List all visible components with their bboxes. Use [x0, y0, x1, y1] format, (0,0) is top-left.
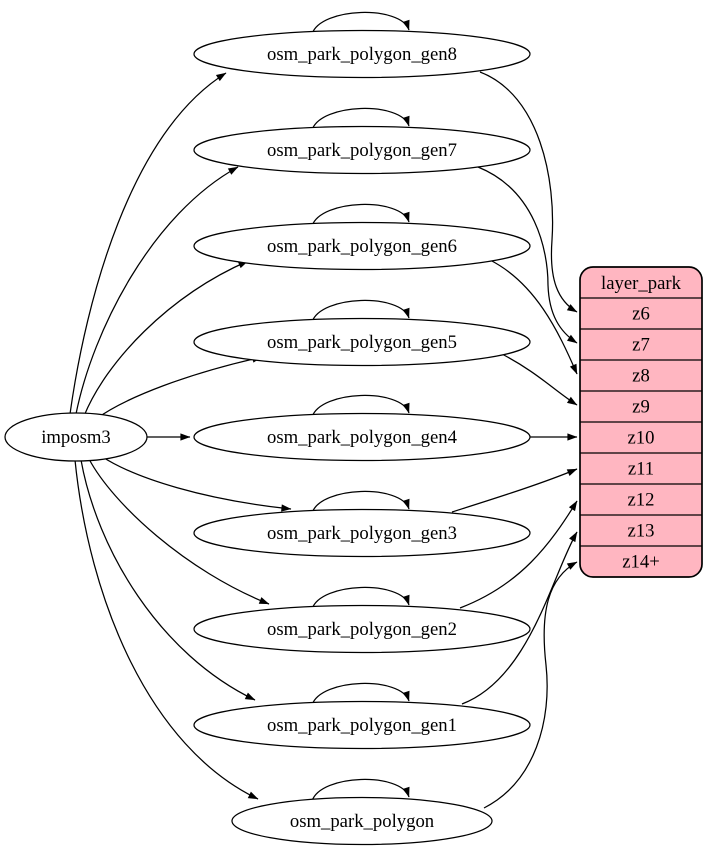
edge-gen7-to-z7	[477, 166, 578, 344]
gen2-ellipse	[193, 604, 531, 654]
imposm3-ellipse	[4, 412, 148, 462]
node-osm-park-polygon-gen4: osm_park_polygon_gen4	[193, 412, 531, 462]
edge-imposm3-to-gen8	[69, 72, 227, 415]
gen3-label: osm_park_polygon_gen3	[267, 523, 457, 544]
layer-park-title: layer_park	[601, 273, 682, 294]
self-loop-osm-park-polygon	[311, 778, 410, 802]
osm-park-polygon-label: osm_park_polygon	[290, 811, 435, 832]
gen4-ellipse	[193, 412, 531, 462]
layer-park-row-z12: z12	[628, 490, 655, 511]
node-layer-park: layer_park z6 z7 z8 z9 z10 z11 z12 z13 z…	[579, 266, 703, 578]
node-osm-park-polygon-gen7: osm_park_polygon_gen7	[193, 125, 531, 175]
edge-imposm3-to-gen7	[75, 166, 239, 415]
layer-park-row-z9: z9	[632, 397, 650, 418]
gen3-ellipse	[193, 508, 531, 558]
self-loop-gen5	[311, 299, 410, 323]
edges-to-layer-park	[451, 71, 578, 809]
edge-imposm3-to-gen2	[88, 458, 270, 605]
self-loop-gen7	[311, 107, 410, 131]
edge-imposm3-to-gen5	[95, 355, 263, 420]
self-loop-gen8	[311, 11, 410, 35]
gen8-ellipse	[193, 29, 531, 79]
edges-from-imposm3	[69, 72, 292, 800]
node-osm-park-polygon-gen5: osm_park_polygon_gen5	[193, 317, 531, 367]
gen6-ellipse	[193, 221, 531, 271]
edge-gen3-to-z11	[451, 468, 578, 513]
self-loop-gen4	[311, 394, 410, 418]
gen5-label: osm_park_polygon_gen5	[267, 332, 457, 353]
osm-park-polygon-ellipse	[231, 796, 493, 846]
layer-park-row-z13: z13	[628, 521, 655, 542]
imposm3-label: imposm3	[41, 427, 111, 448]
edge-osm-park-polygon-to-z14	[483, 561, 578, 809]
edge-imposm3-to-gen6	[83, 260, 249, 417]
gen7-label: osm_park_polygon_gen7	[267, 140, 457, 161]
node-osm-park-polygon-gen2: osm_park_polygon_gen2	[193, 604, 531, 654]
self-loop-gen1	[311, 682, 410, 706]
layer-park-row-z6: z6	[632, 304, 650, 325]
node-imposm3: imposm3	[4, 412, 148, 462]
edge-gen6-to-z8	[489, 259, 578, 375]
node-osm-park-polygon-gen3: osm_park_polygon_gen3	[193, 508, 531, 558]
self-loops	[311, 11, 410, 802]
gen1-ellipse	[193, 700, 531, 750]
self-loop-gen3	[311, 490, 410, 514]
edge-imposm3-to-gen3	[100, 455, 292, 512]
layer-park-row-z14: z14+	[622, 552, 660, 573]
edge-gen2-to-z12	[459, 500, 578, 609]
layer-park-row-z7: z7	[632, 335, 650, 356]
layer-park-row-z8: z8	[632, 366, 650, 387]
node-osm-park-polygon: osm_park_polygon	[231, 796, 493, 846]
layer-park-row-z11: z11	[628, 459, 654, 480]
node-osm-park-polygon-gen1: osm_park_polygon_gen1	[193, 700, 531, 750]
edge-imposm3-to-osm-park-polygon	[74, 459, 259, 800]
edge-imposm3-to-gen1	[80, 459, 256, 701]
gen7-ellipse	[193, 125, 531, 175]
node-osm-park-polygon-gen8: osm_park_polygon_gen8	[193, 29, 531, 79]
gen2-label: osm_park_polygon_gen2	[267, 619, 457, 640]
layer-park-row-z10: z10	[628, 428, 655, 449]
gen6-label: osm_park_polygon_gen6	[267, 236, 457, 257]
gen5-ellipse	[193, 317, 531, 367]
gen1-label: osm_park_polygon_gen1	[267, 715, 457, 736]
gen4-label: osm_park_polygon_gen4	[267, 427, 458, 448]
self-loop-gen6	[311, 203, 410, 227]
self-loop-gen2	[311, 586, 410, 610]
edge-gen5-to-z9	[499, 352, 578, 406]
edge-gen1-to-z13	[461, 531, 578, 705]
node-osm-park-polygon-gen6: osm_park_polygon_gen6	[193, 221, 531, 271]
gen8-label: osm_park_polygon_gen8	[267, 44, 457, 65]
edge-gen8-to-z6	[479, 71, 578, 313]
